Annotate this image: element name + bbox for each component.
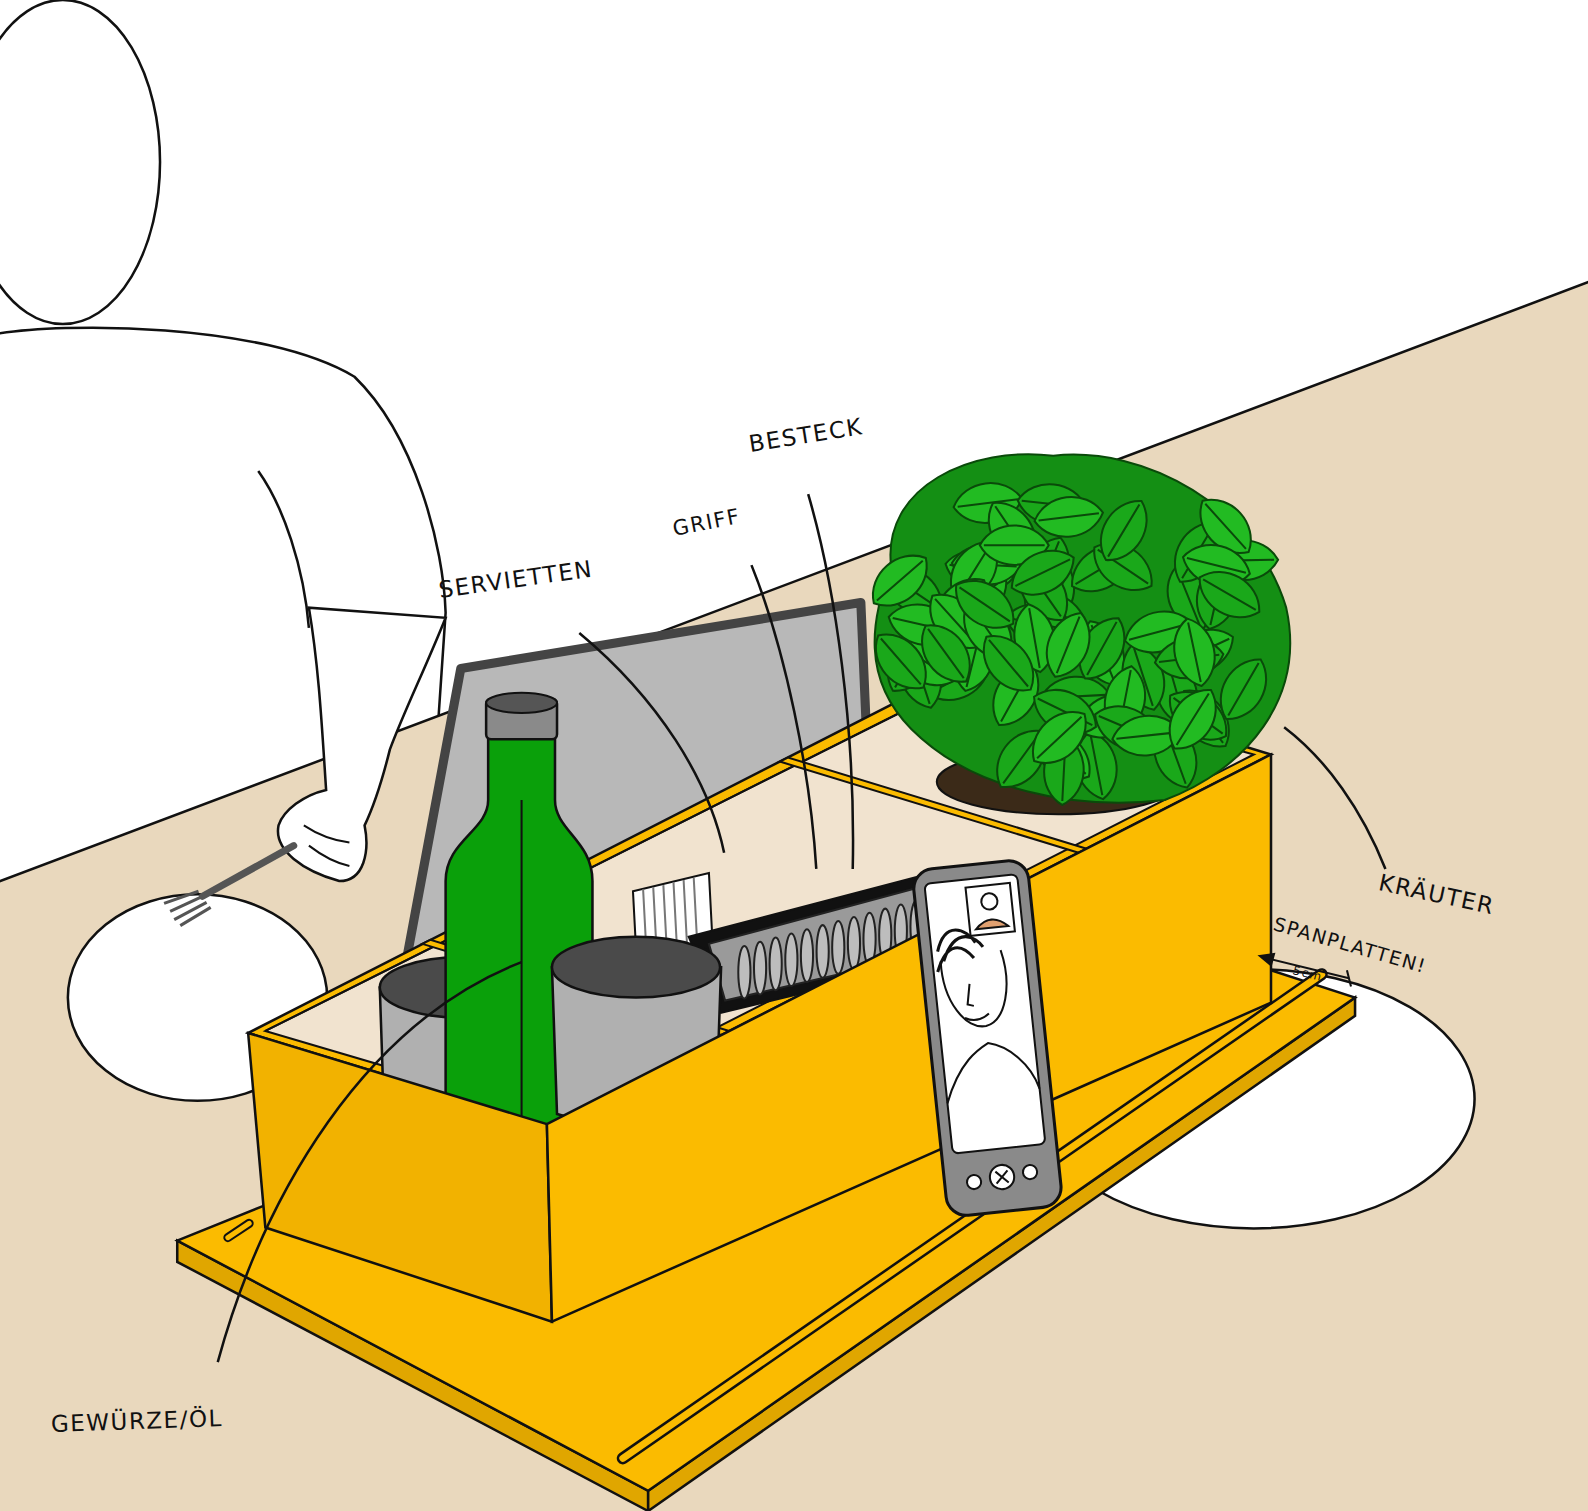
part-label: SERVIETTEN xyxy=(437,558,594,602)
leader-line xyxy=(808,494,853,869)
table-top xyxy=(0,280,1588,1511)
basil-leaf xyxy=(971,624,1046,702)
basil-leaf xyxy=(1032,493,1105,541)
leader-lines xyxy=(218,494,1386,1362)
cutlery-piece xyxy=(832,921,844,974)
basil-leaf xyxy=(1037,606,1099,685)
phone xyxy=(912,859,1063,1218)
leader-line xyxy=(218,962,522,1362)
leader-line xyxy=(751,565,816,869)
leader-line xyxy=(1284,727,1385,869)
sleeve-line xyxy=(258,471,309,628)
basil-leaf xyxy=(1089,491,1158,570)
finger-lines xyxy=(304,825,350,866)
fork xyxy=(164,846,294,926)
cutlery-piece xyxy=(848,917,860,970)
dimension-arrow xyxy=(1260,954,1351,986)
basil-leaf xyxy=(910,614,982,693)
part-label: BESTECK xyxy=(748,416,865,457)
basil-leaf xyxy=(945,569,1024,640)
slot xyxy=(228,1223,249,1237)
cutlery-piece xyxy=(754,942,766,995)
basil-leaf xyxy=(861,543,939,618)
basil-leaf xyxy=(1003,540,1082,606)
leader-line xyxy=(579,633,724,853)
cutlery-piece xyxy=(801,929,813,982)
person-arm xyxy=(278,608,446,881)
basil-leaf xyxy=(1190,560,1269,629)
part-label: GEWÜRZE/ÖL xyxy=(50,1407,223,1436)
basil-leaf xyxy=(1021,700,1098,776)
box-front-face xyxy=(547,754,1271,1321)
slot xyxy=(228,1223,249,1237)
person-head xyxy=(0,0,160,324)
cutlery-piece xyxy=(785,933,797,986)
cutlery-piece xyxy=(817,925,829,978)
basil-plant xyxy=(861,454,1290,806)
cutlery-piece xyxy=(738,946,750,999)
cutlery-piece xyxy=(770,938,782,991)
part-label: GRIFF xyxy=(671,506,742,540)
basil-leaf xyxy=(1158,680,1228,759)
